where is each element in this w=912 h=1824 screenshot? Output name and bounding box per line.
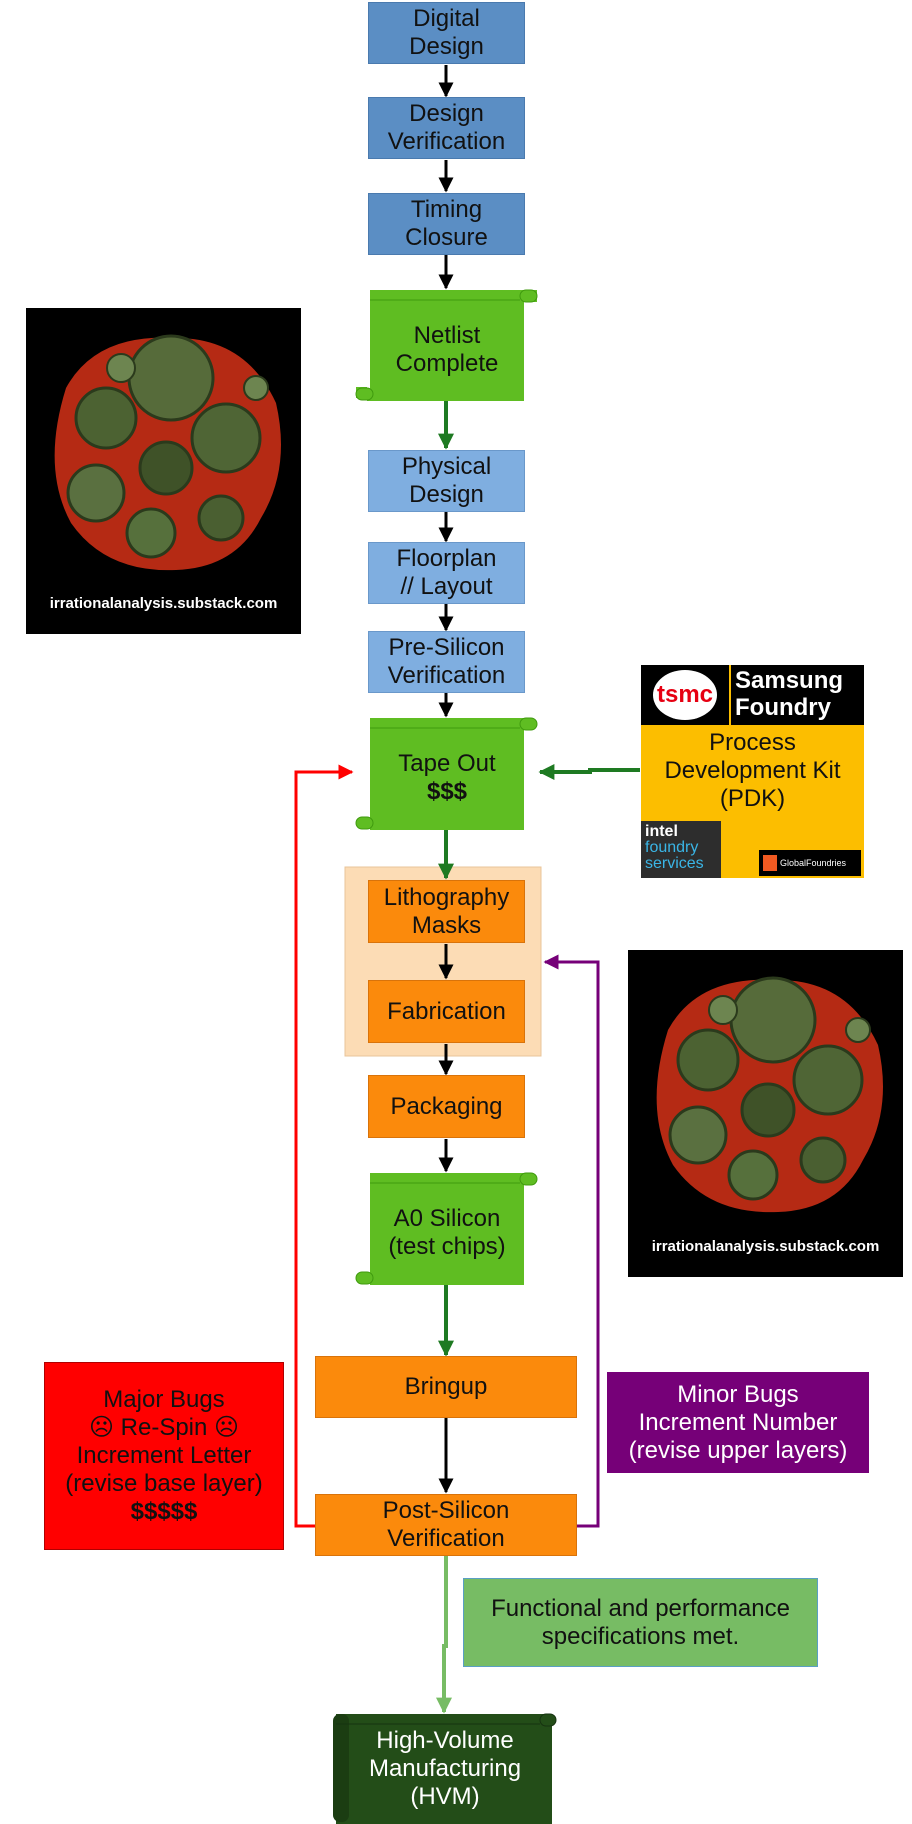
- scroll-hvm: [333, 1713, 557, 1824]
- node-floorplan-layout: Floorplan // Layout: [368, 542, 525, 604]
- arrow-pdk-to-tapeout: [538, 764, 640, 780]
- node-tape-out: Tape Out $$$: [370, 730, 524, 826]
- node-lithography-masks: Lithography Masks: [368, 880, 525, 943]
- node-timing-closure: Timing Closure: [368, 193, 525, 255]
- node-physical-design: Physical Design: [368, 450, 525, 512]
- samsung-line1: Samsung: [735, 667, 844, 694]
- watermark-top-left: irrationalanalysis.substack.com: [49, 595, 278, 612]
- fractal-image-right: irrationalanalysis.substack.com: [628, 950, 903, 1277]
- node-bringup: Bringup: [315, 1356, 577, 1418]
- major-bugs-text: Major Bugs ☹ Re-Spin ☹ Increment Letter …: [65, 1386, 263, 1497]
- node-netlist-complete: Netlist Complete: [395, 322, 499, 377]
- note-specs-met: Functional and performance specification…: [463, 1578, 818, 1667]
- note-major-bugs: Major Bugs ☹ Re-Spin ☹ Increment Letter …: [44, 1362, 284, 1550]
- node-a0-silicon: A0 Silicon (test chips): [388, 1205, 506, 1260]
- intel-line1: foundry: [645, 839, 699, 856]
- tsmc-logo: tsmc: [641, 665, 729, 725]
- scroll-tape-out: [355, 717, 538, 830]
- arrow-major-bugs-respin: [294, 764, 354, 1528]
- pdk-label: Process Development Kit (PDK): [664, 729, 841, 812]
- tsmc-wordmark: tsmc: [656, 681, 714, 708]
- watermark-right: irrationalanalysis.substack.com: [651, 1238, 880, 1255]
- arrow-postsilicon-to-hvm: [436, 1556, 452, 1714]
- pdk-box: tsmc Samsung Foundry Process Development…: [641, 665, 864, 878]
- arrow-minor-bugs-loop: [543, 954, 600, 1528]
- intel-foundry-logo: intel foundry services: [641, 821, 721, 878]
- intel-brand: intel: [645, 823, 678, 840]
- node-digital-design: Digital Design: [368, 2, 525, 64]
- node-post-silicon-verification: Post-Silicon Verification: [315, 1494, 577, 1556]
- intel-line2: services: [645, 855, 704, 872]
- globalfoundries-logo: GlobalFoundries: [759, 850, 861, 876]
- node-packaging: Packaging: [368, 1075, 525, 1138]
- major-bugs-cost: $$$$$: [130, 1498, 198, 1525]
- globalfoundries-wordmark: GlobalFoundries: [780, 858, 847, 868]
- fractal-image-top-left: irrationalanalysis.substack.com: [26, 308, 301, 634]
- scroll-netlist-complete: [355, 289, 538, 401]
- note-minor-bugs: Minor Bugs Increment Number (revise uppe…: [607, 1372, 869, 1473]
- node-design-verification: Design Verification: [368, 97, 525, 159]
- scroll-a0-silicon: [355, 1172, 538, 1285]
- node-fabrication: Fabrication: [368, 980, 525, 1043]
- samsung-foundry-logo: Samsung Foundry: [731, 665, 864, 725]
- globalfoundries-icon: [763, 855, 777, 871]
- node-hvm: High-Volume Manufacturing (HVM): [368, 1727, 522, 1810]
- tape-out-label: Tape Out: [398, 750, 496, 777]
- samsung-line2: Foundry: [735, 694, 831, 721]
- node-pre-silicon-verification: Pre-Silicon Verification: [368, 631, 525, 693]
- tape-out-cost: $$$: [426, 778, 468, 805]
